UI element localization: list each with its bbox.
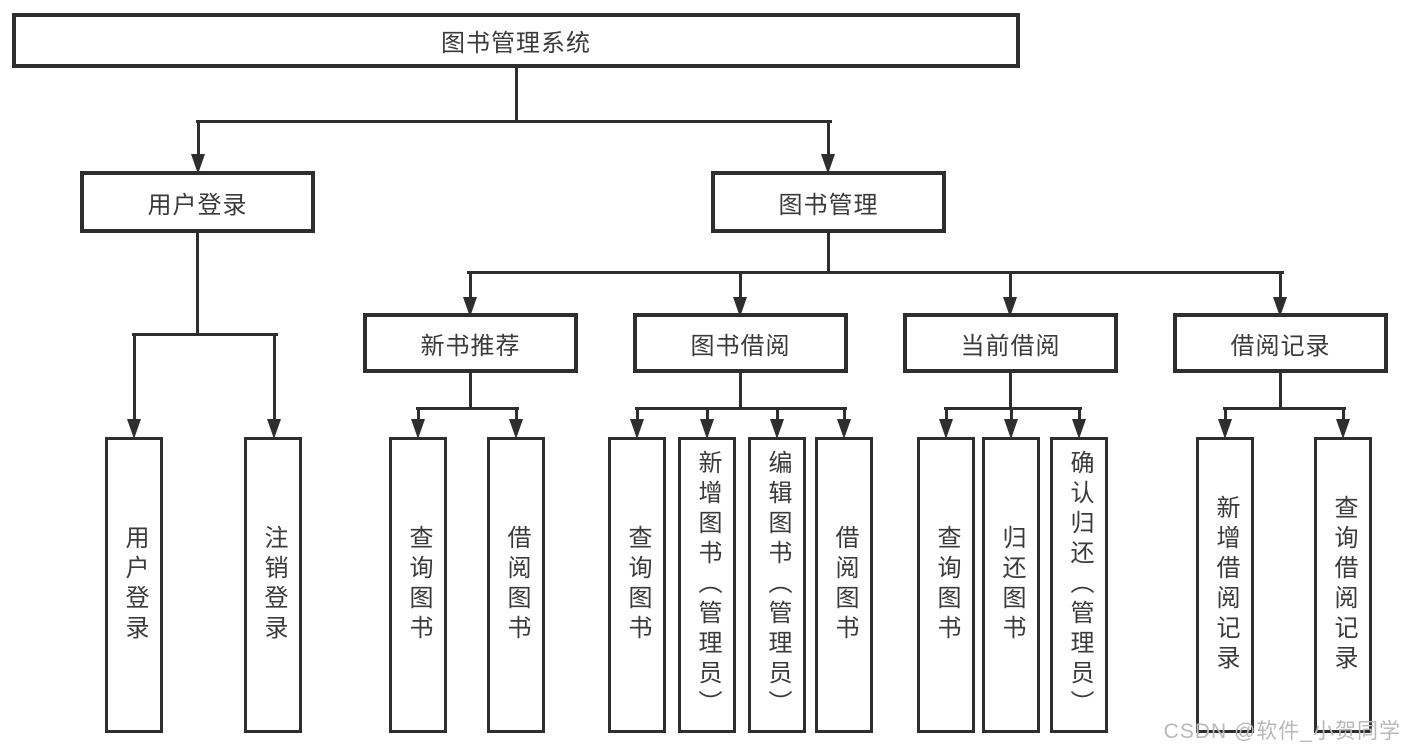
leaf-user-login-label: 用户登录: [121, 525, 148, 645]
arrowhead-down-icon: [1336, 419, 1350, 439]
arrowhead-down-icon: [267, 419, 281, 439]
connector-line: [195, 119, 832, 123]
connector-line: [468, 271, 472, 299]
node-book-management: 图书管理: [711, 171, 946, 233]
connector-line: [635, 407, 639, 421]
connector-line: [1223, 407, 1227, 421]
leaf-logout-login: 注销登录: [244, 437, 302, 733]
leaf-logout-login-label: 注销登录: [260, 525, 287, 645]
connector-line: [468, 371, 472, 410]
connector-line: [1077, 407, 1081, 421]
leaf-borrow-books-borrowing-label: 借阅图书: [831, 525, 858, 645]
leaf-add-borrow-record-label: 新增借阅记录: [1212, 495, 1239, 675]
arrowhead-down-icon: [1003, 297, 1017, 317]
connector-line: [775, 407, 779, 421]
arrowhead-down-icon: [1072, 419, 1086, 439]
arrowhead-down-icon: [1004, 419, 1018, 439]
connector-line: [826, 120, 830, 156]
connector-line: [131, 332, 278, 336]
node-new-book-recommend-label: 新书推荐: [420, 332, 521, 360]
arrowhead-down-icon: [821, 154, 835, 174]
connector-line: [514, 407, 518, 421]
connector-line: [1278, 371, 1282, 410]
arrowhead-down-icon: [509, 419, 523, 439]
arrowhead-down-icon: [411, 419, 425, 439]
node-new-book-recommend: 新书推荐: [363, 313, 578, 373]
node-root-label: 图书管理系统: [441, 30, 591, 57]
node-borrowing-records: 借阅记录: [1173, 313, 1388, 373]
node-book-borrowing-label: 图书借阅: [690, 332, 791, 360]
connector-line: [738, 271, 742, 299]
arrowhead-down-icon: [700, 419, 714, 439]
arrowhead-down-icon: [939, 419, 953, 439]
leaf-query-borrow-record: 查询借阅记录: [1314, 437, 1372, 733]
leaf-edit-books-admin-label: 编辑图书（管理员）: [764, 450, 791, 720]
connector-line: [705, 407, 709, 421]
leaf-borrow-books-recommend-label: 借阅图书: [503, 525, 530, 645]
connector-line: [1341, 407, 1345, 421]
connector-line: [1008, 371, 1012, 410]
leaf-query-books-current-label: 查询图书: [933, 525, 960, 645]
leaf-borrow-books-borrowing: 借阅图书: [815, 437, 873, 733]
connector-line: [466, 270, 1284, 274]
arrowhead-down-icon: [1273, 297, 1287, 317]
leaf-return-books-label: 归还图书: [998, 525, 1025, 645]
leaf-query-books-current: 查询图书: [917, 437, 975, 733]
node-book-management-label: 图书管理: [778, 191, 879, 219]
leaf-add-books-admin: 新增图书（管理员）: [678, 437, 736, 733]
connector-line: [1008, 271, 1012, 299]
leaf-add-books-admin-label: 新增图书（管理员）: [694, 450, 721, 720]
connector-line: [1222, 406, 1346, 410]
node-borrowing-records-label: 借阅记录: [1230, 332, 1331, 360]
leaf-edit-books-admin: 编辑图书（管理员）: [748, 437, 806, 733]
node-current-borrowing-label: 当前借阅: [960, 332, 1061, 360]
leaf-query-books-recommend-label: 查询图书: [405, 525, 432, 645]
arrowhead-down-icon: [1218, 419, 1232, 439]
leaf-user-login: 用户登录: [105, 437, 163, 733]
connector-line: [514, 66, 518, 122]
connector-line: [943, 406, 1082, 410]
arrowhead-down-icon: [191, 154, 205, 174]
watermark: CSDN @软件_小贺同学: [1163, 720, 1401, 743]
connector-line: [1009, 407, 1013, 421]
arrowhead-down-icon: [733, 297, 747, 317]
arrowhead-down-icon: [463, 297, 477, 317]
leaf-add-borrow-record: 新增借阅记录: [1196, 437, 1254, 733]
connector-line: [196, 120, 200, 156]
connector-line: [416, 407, 420, 421]
leaf-confirm-return-admin: 确认归还（管理员）: [1050, 437, 1108, 733]
connector-line: [272, 333, 276, 421]
arrowhead-down-icon: [127, 419, 141, 439]
connector-line: [132, 333, 136, 421]
connector-line: [1278, 271, 1282, 299]
leaf-borrow-books-recommend: 借阅图书: [487, 437, 545, 733]
connector-line: [738, 371, 742, 410]
leaf-confirm-return-admin-label: 确认归还（管理员）: [1066, 450, 1093, 720]
node-root: 图书管理系统: [12, 13, 1020, 68]
arrowhead-down-icon: [837, 419, 851, 439]
node-user-login: 用户登录: [80, 171, 315, 233]
arrowhead-down-icon: [770, 419, 784, 439]
node-current-borrowing: 当前借阅: [903, 313, 1118, 373]
arrowhead-down-icon: [630, 419, 644, 439]
leaf-query-books-recommend: 查询图书: [389, 437, 447, 733]
connector-line: [826, 231, 830, 274]
connector-line: [944, 407, 948, 421]
connector-line: [634, 406, 847, 410]
leaf-return-books: 归还图书: [982, 437, 1040, 733]
node-user-login-label: 用户登录: [147, 191, 248, 219]
leaf-query-borrow-record-label: 查询借阅记录: [1330, 495, 1357, 675]
leaf-query-books-borrowing-label: 查询图书: [624, 525, 651, 645]
connector-line: [415, 406, 519, 410]
leaf-query-books-borrowing: 查询图书: [608, 437, 666, 733]
node-book-borrowing: 图书借阅: [633, 313, 848, 373]
connector-line: [842, 407, 846, 421]
connector-line: [195, 231, 199, 336]
